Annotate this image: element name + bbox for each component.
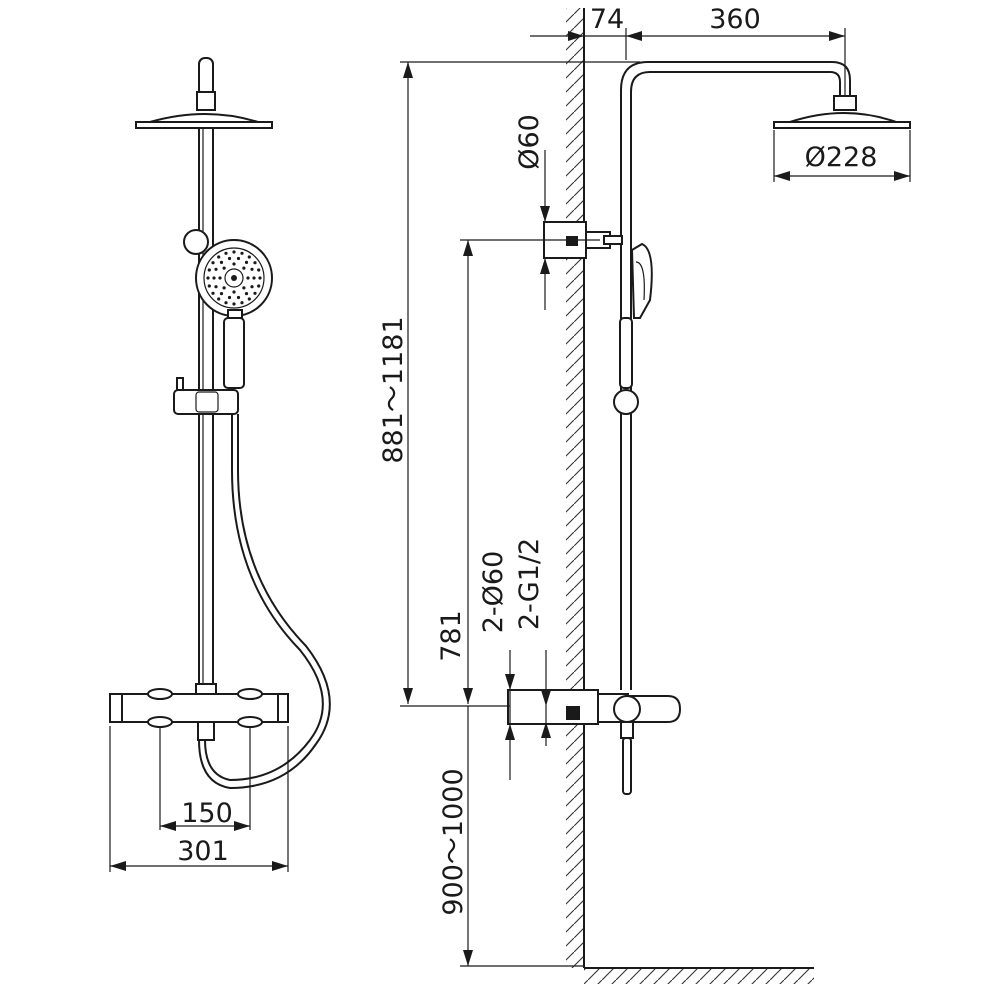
nozzle-dot bbox=[253, 291, 257, 295]
nozzle-dot bbox=[222, 266, 226, 270]
front-hand-shower bbox=[183, 229, 273, 389]
front-view: 150 301 bbox=[109, 57, 331, 872]
side-dimensions bbox=[400, 28, 911, 967]
front-shower-head bbox=[135, 57, 273, 129]
front-hose bbox=[198, 414, 331, 790]
nozzle-dot bbox=[236, 295, 241, 300]
nozzle-dot bbox=[218, 276, 222, 280]
mixer-width-label: 301 bbox=[177, 836, 229, 867]
mount-height-label: 900～1000 bbox=[438, 768, 469, 915]
nozzle-dot bbox=[247, 297, 251, 301]
nozzle-dot bbox=[212, 276, 216, 280]
nozzle-dot bbox=[211, 291, 215, 295]
inlet-cover-label: 2-Ø60 bbox=[478, 551, 509, 634]
nozzle-dot bbox=[206, 276, 210, 280]
nozzle-dot bbox=[232, 290, 236, 294]
wall-offset-label: 74 bbox=[590, 4, 624, 35]
nozzle-dot bbox=[250, 267, 254, 271]
nozzle-dot bbox=[227, 256, 232, 261]
nozzle-dot bbox=[217, 255, 221, 259]
nozzle-dot bbox=[247, 255, 251, 259]
total-height-label: 881～1181 bbox=[378, 316, 409, 463]
inlet-thread-label: 2-G1/2 bbox=[514, 538, 545, 630]
nozzle-dot bbox=[257, 284, 261, 288]
nozzle-dot bbox=[258, 276, 262, 280]
nozzle-dot bbox=[222, 286, 226, 290]
arm-length-label: 360 bbox=[709, 4, 761, 35]
inlet-diameter-label: Ø60 bbox=[514, 114, 545, 170]
nozzle-dot bbox=[224, 251, 228, 255]
nozzle-dot bbox=[214, 267, 218, 271]
side-view: 74 360 Ø228 Ø60 881～1181 781 2-Ø60 2-G1/… bbox=[378, 4, 911, 984]
nozzle-dot bbox=[232, 250, 236, 254]
inlet-spacing-label: 150 bbox=[181, 798, 233, 829]
wall bbox=[566, 8, 814, 984]
nozzle-dot bbox=[246, 276, 250, 280]
nozzle-dot bbox=[236, 256, 241, 261]
nozzle-dot bbox=[219, 260, 224, 264]
nozzle-dot bbox=[242, 266, 246, 270]
nozzle-dot bbox=[217, 297, 221, 301]
nozzle-dot bbox=[244, 292, 249, 296]
bar-height-label: 781 bbox=[436, 610, 467, 662]
side-mixer bbox=[507, 689, 682, 795]
nozzle-dot bbox=[242, 286, 246, 290]
front-mixer bbox=[109, 683, 289, 741]
nozzle-dot bbox=[214, 285, 218, 289]
front-dimensions bbox=[109, 726, 289, 872]
nozzle-dot bbox=[257, 268, 261, 272]
nozzle-dot bbox=[253, 261, 257, 265]
nozzle-dot bbox=[224, 301, 228, 305]
nozzle-dot bbox=[207, 284, 211, 288]
nozzle-dot bbox=[240, 301, 244, 305]
side-riser-arm bbox=[620, 61, 911, 690]
nozzle-dot bbox=[240, 251, 244, 255]
head-diameter-label: Ø228 bbox=[805, 142, 878, 173]
nozzle-dot bbox=[227, 295, 232, 300]
nozzle-dot bbox=[232, 302, 236, 306]
side-hand-shower bbox=[613, 242, 653, 415]
nozzle-dot bbox=[232, 262, 236, 266]
nozzle-dot bbox=[211, 261, 215, 265]
front-slider bbox=[173, 377, 239, 415]
nozzle-dot bbox=[207, 268, 211, 272]
nozzle-dot bbox=[244, 260, 249, 264]
nozzle-dot bbox=[250, 285, 254, 289]
nozzle-dot bbox=[252, 276, 256, 280]
nozzle-dot bbox=[219, 292, 224, 296]
